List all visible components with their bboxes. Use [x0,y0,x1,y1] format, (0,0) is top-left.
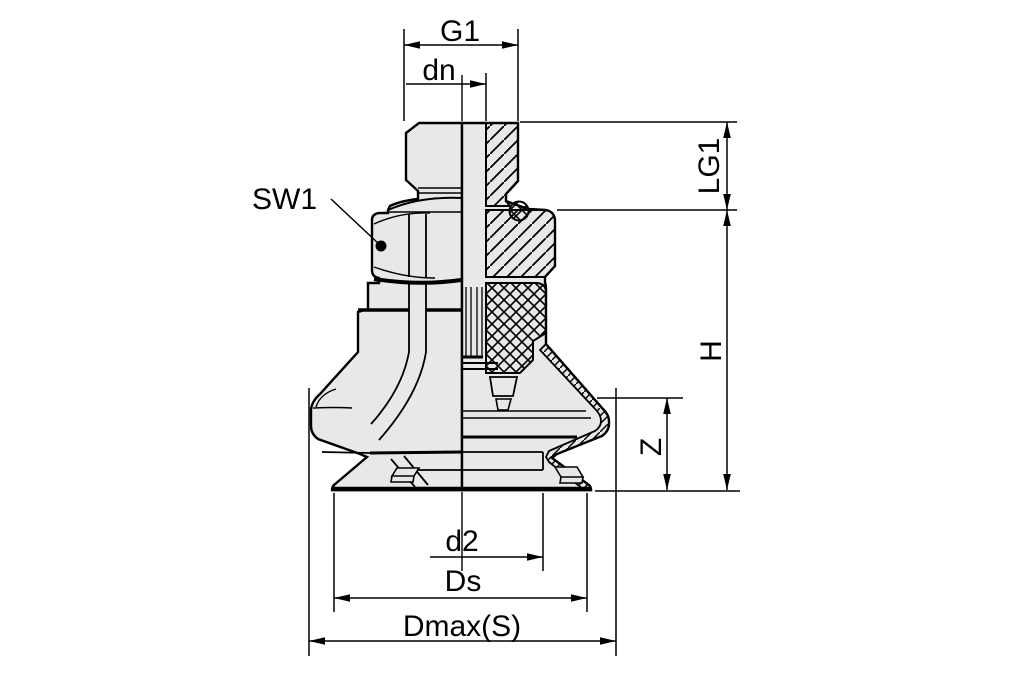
washer-exterior [387,196,463,211]
washer-edge-lines [388,187,462,213]
o-ring-section [508,200,530,222]
dimension-label-ds: Ds [445,565,482,598]
part-body [309,121,611,492]
hex-facet-lines [408,214,427,277]
leader-line-sw1 [330,198,381,246]
hex-chamfer-arcs [373,212,436,279]
dimension-label-dmax: Dmax(S) [403,610,521,643]
sw1-leader-dot [375,240,387,252]
port-edges [462,362,498,370]
bellows-seam-line-2 [378,283,427,441]
bore-tube-lines [465,287,483,356]
dimension-label-h: H [695,340,728,362]
dimension-labels: G1 dn SW1 LG1 H Z d2 Ds Dmax(S) [252,15,728,643]
lip-top-edge-heavy [369,450,463,455]
nut-section-hatch [485,209,556,278]
bulge-crease-lines [312,388,353,409]
bellows-fold-lines [462,410,591,419]
bellows-seam-line-1 [370,283,410,425]
dimension-label-d2: d2 [445,525,478,558]
rubber-block-section [485,282,547,374]
ext-lines-bottom [308,388,617,656]
thread-section-hatch [485,122,519,207]
dimension-label-z: Z [635,438,668,456]
dimension-label-sw1: SW1 [252,183,317,216]
dimensions [308,29,740,656]
valve-piece-1 [488,376,519,397]
nut-bottom-band [373,277,462,285]
dimension-label-g1: G1 [440,15,480,48]
valve-piece-2 [495,398,513,411]
dimension-arrowheads [309,41,731,645]
dimension-label-lg1: LG1 [693,138,726,195]
lip-top-edge [321,451,544,471]
exterior-left-silhouette [309,121,464,492]
lip-cleat-right [553,466,585,484]
ext-lines-right [520,121,740,492]
lip-cleat-left [390,467,421,483]
dimension-label-dn: dn [422,54,455,87]
